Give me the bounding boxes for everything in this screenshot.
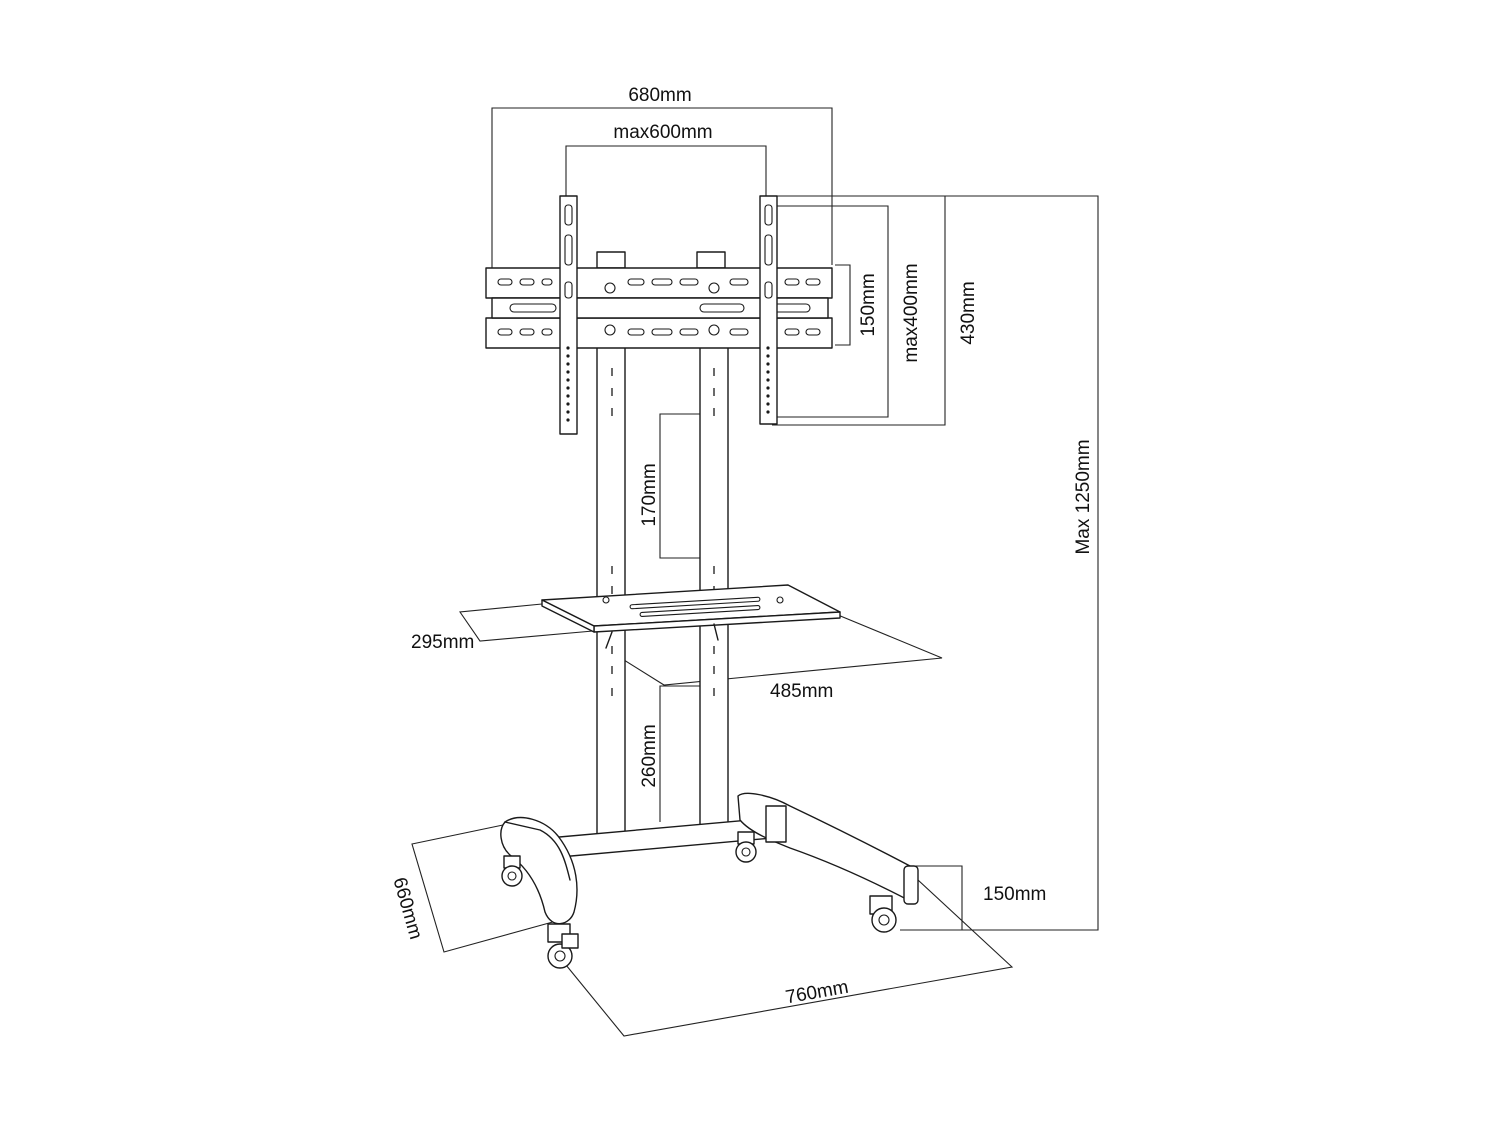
lower-adjust-line: [659, 685, 714, 822]
vesa-width-line: [565, 145, 767, 200]
shelf-depth-line: [459, 603, 594, 642]
vesa-height-label: 150mm: [858, 273, 879, 336]
vesa-width-label: max600mm: [613, 122, 712, 143]
left-leg: [500, 816, 578, 925]
left-arm: [559, 195, 578, 435]
base-width-label: 760mm: [784, 977, 850, 1009]
shelf: [541, 584, 841, 649]
mount-width-label: 680mm: [628, 85, 691, 106]
dimension-lines: [411, 107, 1099, 1037]
mount-plate: [485, 251, 833, 349]
caster-front-right: [869, 895, 897, 933]
left-clip: [596, 251, 626, 269]
labels: 680mm max600mm 150mm max400mm 430mm Max …: [388, 85, 1094, 1008]
right-leg-collar: [765, 805, 787, 843]
shelf-bracket-left: [605, 631, 613, 649]
uprights: [596, 339, 729, 839]
vesa-arms: [559, 195, 778, 435]
base-depth-line: [411, 824, 561, 953]
base-depth-label: 660mm: [388, 875, 426, 942]
max-height-label: Max 1250mm: [1073, 439, 1094, 554]
lower-adjust-label: 260mm: [639, 724, 660, 787]
max-height-line: [772, 195, 1099, 931]
caster-front-left: [547, 923, 579, 969]
casters: [501, 831, 897, 969]
base: [500, 792, 919, 925]
mount-width-line: [491, 107, 833, 275]
upper-adjust-line: [659, 413, 714, 559]
max-vesa-height-line: [772, 205, 889, 418]
right-leg-cap: [903, 865, 919, 905]
upper-adjust-label: 170mm: [639, 463, 660, 526]
shelf-side: [541, 599, 595, 633]
right-clip: [696, 251, 726, 269]
shelf-bracket-right: [713, 623, 719, 641]
vesa-height-line: [835, 264, 851, 346]
right-leg: [737, 792, 913, 903]
caster-rear-right: [735, 831, 757, 863]
shelf-width-label: 485mm: [770, 681, 833, 702]
floor-clearance-line: [900, 865, 963, 931]
max-vesa-height-label: max400mm: [901, 263, 922, 362]
right-arm: [759, 195, 778, 425]
left-upright: [596, 339, 626, 839]
caster-rear-left: [501, 855, 523, 887]
floor-clearance-label: 150mm: [983, 884, 1046, 905]
shelf-width-line: [599, 614, 943, 686]
base-width-line: [565, 879, 1014, 1037]
shelf-depth-label: 295mm: [411, 632, 474, 653]
bracket-height-label: 430mm: [958, 281, 979, 344]
